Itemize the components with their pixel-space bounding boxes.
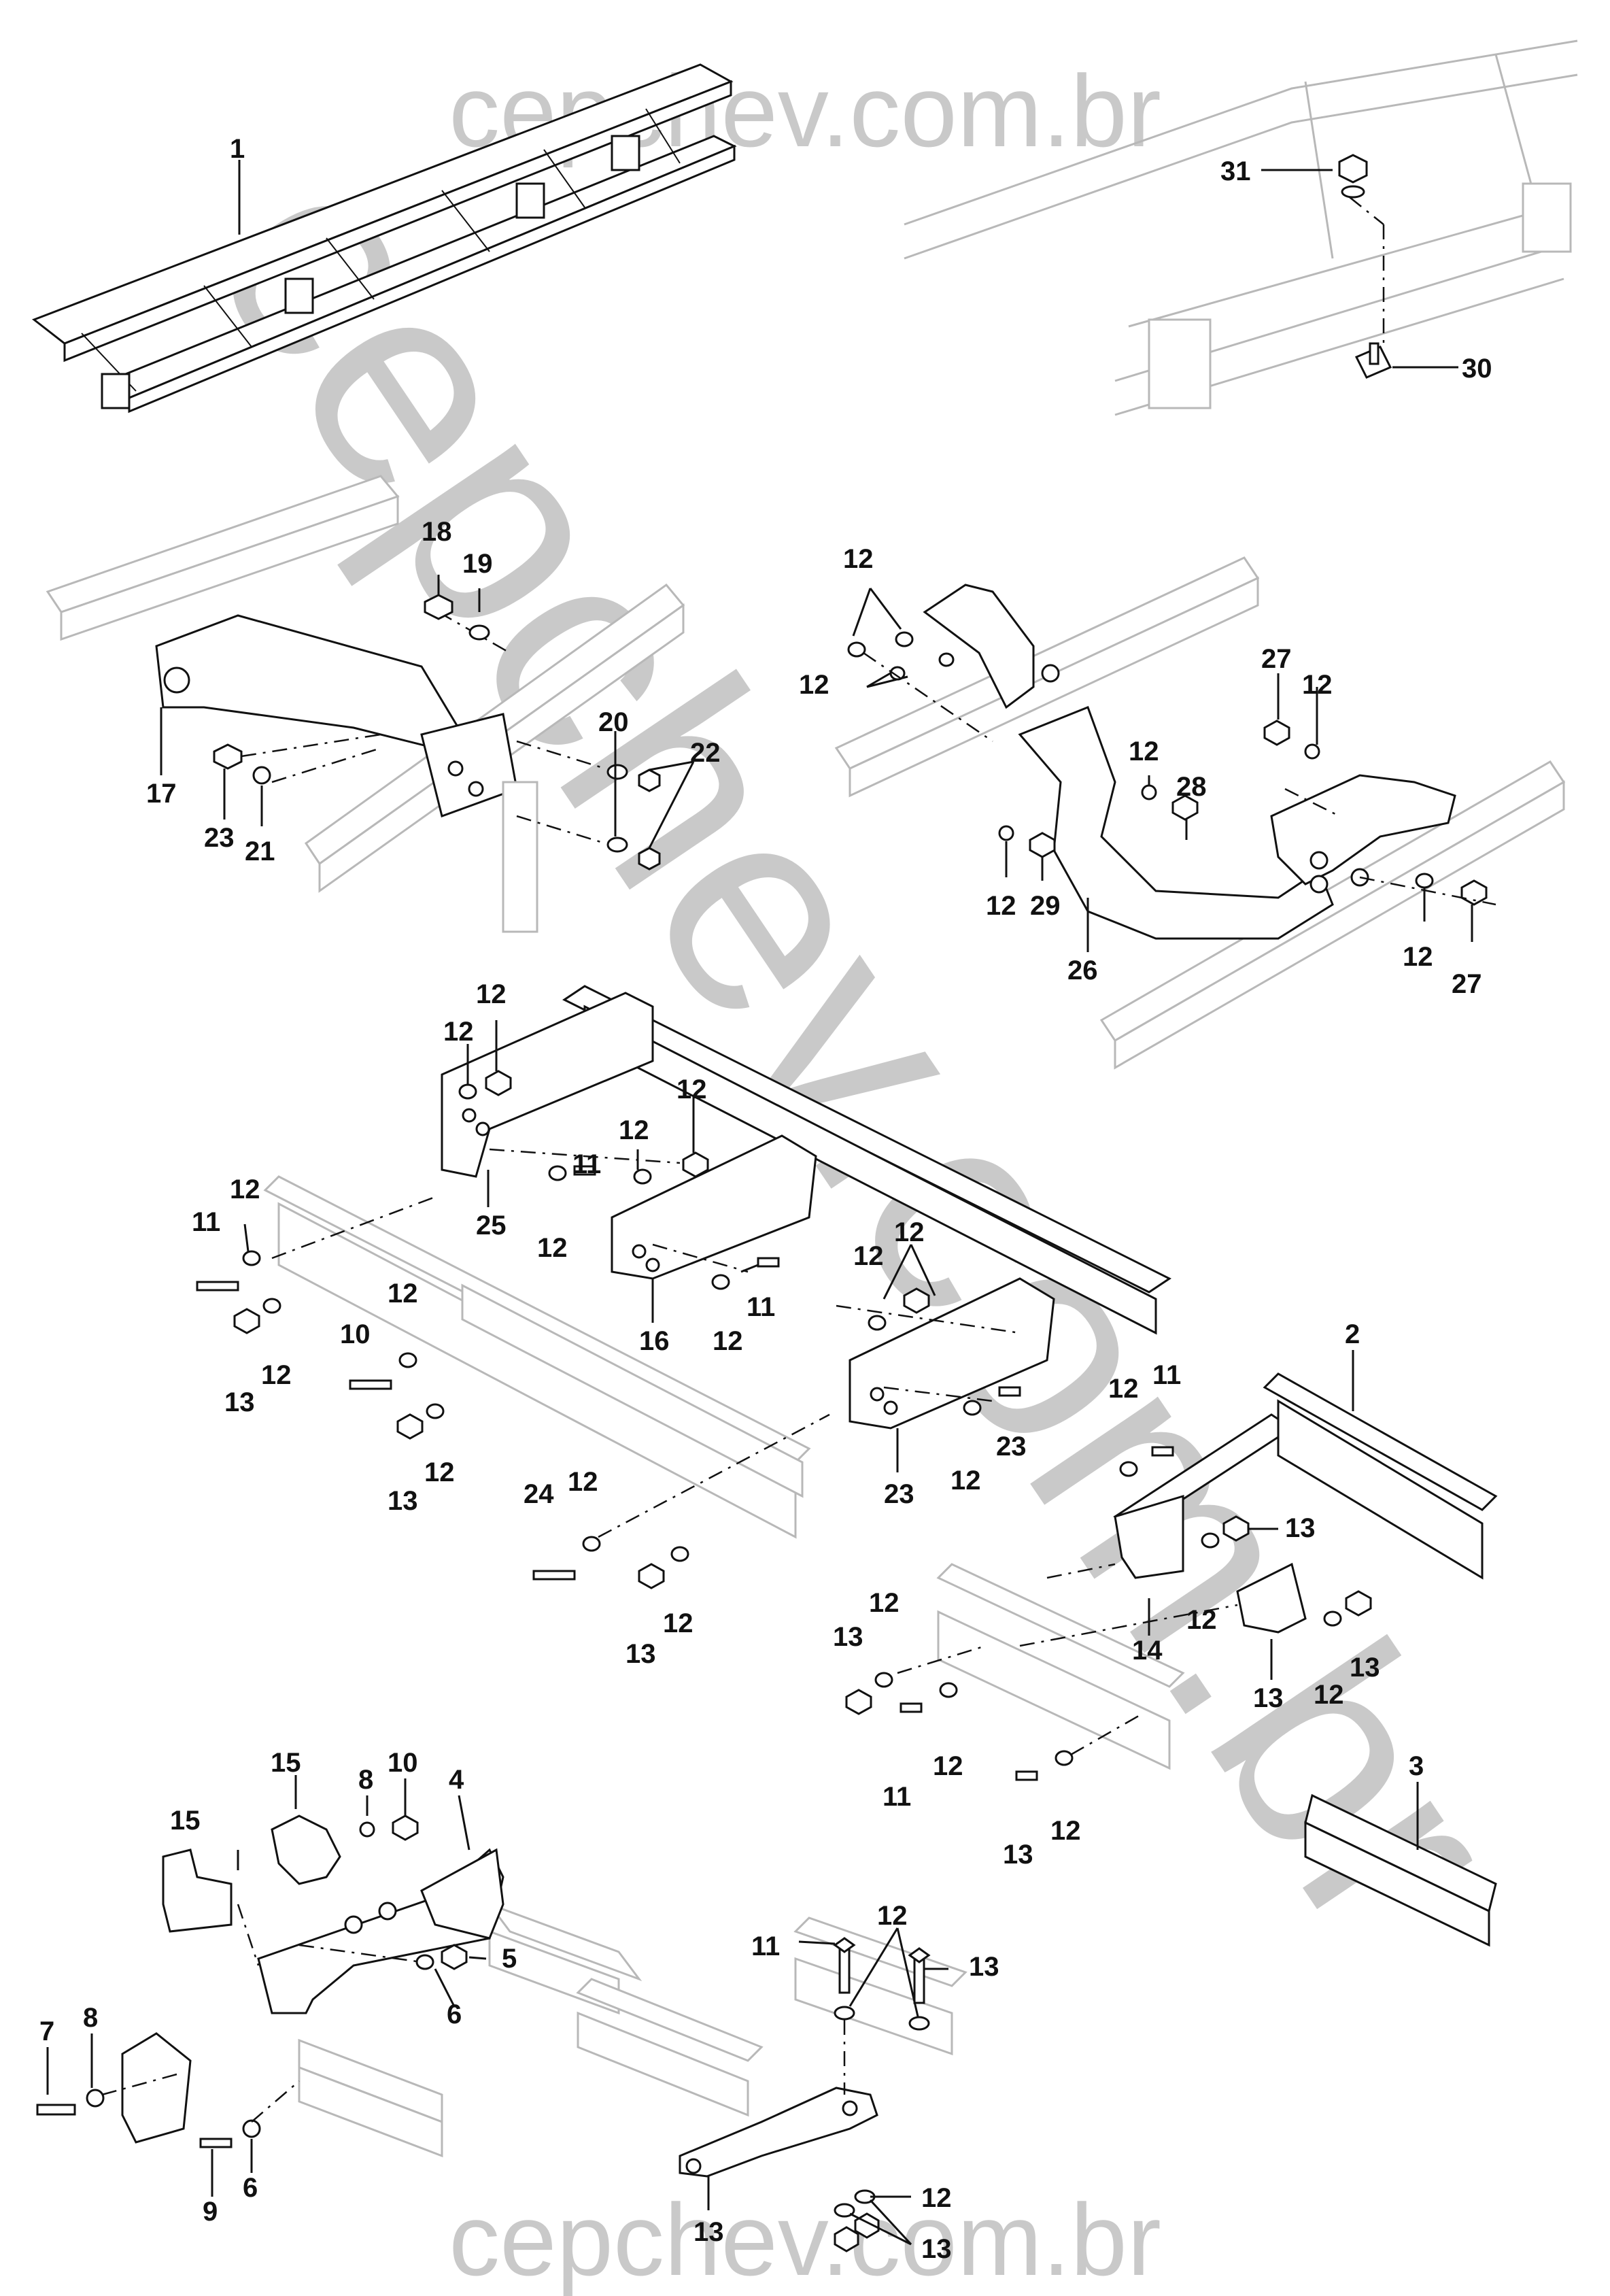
callout-12-o: 12	[424, 1457, 455, 1487]
callout-11-f: 11	[751, 1931, 780, 1961]
callout-12-k: 12	[388, 1279, 418, 1309]
callout-20: 16	[639, 1326, 670, 1356]
crossmember-29-illustration	[834, 556, 1566, 1070]
callout-10-b: 10	[340, 1319, 371, 1349]
callout-12-l: 12	[713, 1326, 743, 1356]
callout-27-a: 23	[996, 1432, 1027, 1462]
callout-31: 27	[1261, 644, 1292, 674]
callout-12-s: 12	[869, 1588, 900, 1618]
callout-4: 4	[449, 1765, 464, 1795]
callout-13-k: 13	[921, 2234, 952, 2264]
callout-23-a: 19	[462, 549, 493, 579]
crossmember-14-illustration	[576, 1917, 967, 2252]
callout-13-a: 12	[843, 544, 874, 574]
callout-11-d: 11	[1152, 1360, 1181, 1390]
callout-12-e: 12	[1403, 942, 1433, 972]
callout-6: 6	[447, 1999, 462, 2029]
callout-11-c: 11	[747, 1292, 775, 1322]
callout-23-c: 21	[245, 837, 275, 866]
crossmember-4-illustration	[36, 1775, 643, 2197]
reinforcement-3-illustration	[1304, 1782, 1497, 1947]
callout-23-b: 20	[598, 707, 629, 737]
callout-13-g: 13	[1285, 1513, 1316, 1543]
callout-12-j: 12	[853, 1241, 884, 1271]
callout-12-h: 12	[230, 1175, 260, 1204]
frame-detail-illustration	[904, 39, 1578, 416]
crossmember-2-illustration	[845, 1350, 1498, 1781]
callout-1: 1	[230, 134, 245, 164]
callout-11-a: 11	[192, 1207, 220, 1237]
frame-assembly-illustration	[31, 63, 737, 413]
callout-12-g: 12	[619, 1115, 649, 1145]
callout-12-u: 12	[1314, 1680, 1344, 1710]
callout-34: 31	[1220, 156, 1251, 186]
callout-13-f: 13	[388, 1486, 418, 1516]
callout-18: 15	[271, 1748, 301, 1778]
callout-8-b: 8	[83, 2003, 98, 2033]
callout-12-t: 12	[663, 1608, 693, 1638]
callout-12-f: 12	[443, 1017, 474, 1047]
callout-12-d: 12	[986, 891, 1016, 921]
callout-12-r: 12	[1186, 1605, 1217, 1635]
callout-16: 13	[1253, 1683, 1284, 1713]
callout-12-m: 12	[261, 1360, 292, 1390]
callout-15-a: 13	[1003, 1840, 1033, 1870]
callout-13-b: 12	[476, 979, 507, 1009]
callout-11-e: 11	[883, 1782, 911, 1812]
crossmembers-center-illustration	[196, 985, 1171, 1589]
callout-26: 23	[884, 1479, 914, 1509]
callout-10: 10	[388, 1748, 418, 1778]
callout-12-c: 12	[1129, 737, 1159, 766]
callout-13-h: 13	[833, 1622, 863, 1652]
callout-33: 30	[1462, 354, 1492, 384]
callout-12-p: 12	[950, 1466, 981, 1496]
callout-21: 17	[146, 779, 177, 809]
callout-32-a: 28	[1176, 772, 1207, 802]
callout-5: 5	[502, 1944, 517, 1974]
callout-12-v: 12	[933, 1751, 963, 1781]
callout-12-q: 12	[568, 1467, 598, 1497]
callout-13-c: 12	[676, 1075, 707, 1104]
callout-15-b: 13	[969, 1952, 999, 1982]
callout-13-i: 13	[626, 1639, 656, 1669]
callout-12-i: 12	[537, 1233, 568, 1263]
callout-12-a: 12	[799, 670, 829, 700]
callout-29: 26	[1067, 956, 1098, 985]
callout-13-j: 13	[1350, 1653, 1380, 1683]
callout-6-b: 6	[243, 2173, 258, 2203]
callout-7: 7	[39, 2016, 54, 2046]
callout-17: 14	[1132, 1636, 1163, 1666]
callout-12-x: 12	[877, 1901, 908, 1931]
callout-12-b: 12	[1302, 670, 1333, 700]
callout-13-d: 12	[894, 1217, 925, 1247]
callout-11-b: 11	[572, 1149, 601, 1179]
callout-12-y: 12	[921, 2183, 952, 2213]
watermark-bottom: cepchev.com.br	[449, 2182, 1161, 2296]
callout-24: 22	[690, 738, 721, 768]
callout-12-w: 12	[1050, 1816, 1081, 1846]
callout-12-n: 12	[1108, 1374, 1139, 1404]
callout-9: 9	[203, 2197, 218, 2227]
callout-2: 2	[1345, 1319, 1360, 1349]
callout-30: 27	[1452, 969, 1482, 999]
callout-25: 23	[204, 823, 235, 853]
callout-14: 13	[693, 2217, 724, 2247]
callout-27-b: 24	[524, 1479, 554, 1509]
callout-3: 3	[1409, 1751, 1424, 1781]
callout-32-b: 29	[1030, 891, 1061, 921]
crossmember-21-illustration	[46, 475, 695, 933]
callout-19: 15	[170, 1806, 201, 1836]
callout-labels: 1 2 3 4 5 6 6 7 8 8 9 10 10 11 11 11 11 …	[39, 134, 1492, 2264]
callout-28: 25	[476, 1211, 507, 1240]
callout-8: 8	[358, 1765, 373, 1795]
callout-22: 18	[422, 517, 452, 547]
callout-13-e: 13	[224, 1387, 255, 1417]
